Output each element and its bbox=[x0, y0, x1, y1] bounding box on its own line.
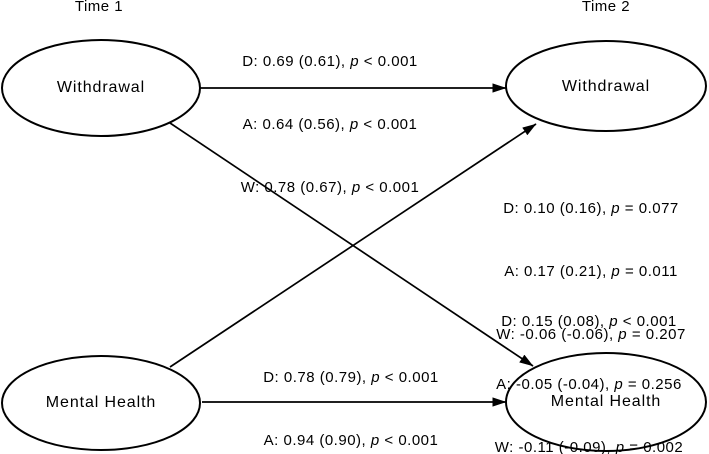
coefficient-line: W: -0.06 (-0.06), p = 0.207 bbox=[496, 326, 686, 343]
time1-heading: Time 1 bbox=[74, 0, 124, 15]
p-symbol: p bbox=[611, 200, 621, 217]
mental-health-t1-label: Mental Health bbox=[45, 394, 157, 411]
coefficient-line: A: 0.94 (0.90), p < 0.001 bbox=[263, 432, 439, 449]
coefficient-line: W: -0.11 (-0.09), p = 0.002 bbox=[494, 439, 684, 454]
coefficient-line: A: -0.05 (-0.04), p = 0.256 bbox=[496, 376, 682, 393]
coefficient-line: W: 0.78 (0.67), p < 0.001 bbox=[240, 179, 420, 196]
p-symbol: p bbox=[615, 439, 625, 454]
coefficients-withdrawal-to-mental-health: D: 0.15 (0.08), p < 0.001 A: -0.05 (-0.0… bbox=[495, 269, 683, 454]
withdrawal-t1-label: Withdrawal bbox=[56, 79, 146, 96]
coefficient-line: A: 0.64 (0.56), p < 0.001 bbox=[242, 116, 418, 133]
p-symbol: p bbox=[349, 116, 359, 133]
withdrawal-t2-label: Withdrawal bbox=[561, 78, 651, 95]
arrow-withdrawal-t1-to-mental-health-t2 bbox=[169, 122, 534, 367]
mental-health-t2-label: Mental Health bbox=[550, 393, 662, 410]
coefficients-withdrawal-stability: D: 0.69 (0.61), p < 0.001 A: 0.64 (0.56)… bbox=[241, 9, 420, 240]
coefficient-line: D: 0.10 (0.16), p = 0.077 bbox=[503, 200, 679, 217]
coefficients-mental-health-to-withdrawal: D: 0.10 (0.16), p = 0.077 A: 0.17 (0.21)… bbox=[496, 156, 686, 387]
p-symbol: p bbox=[370, 432, 380, 449]
time2-heading: Time 2 bbox=[581, 0, 631, 15]
p-symbol: p bbox=[351, 179, 361, 196]
p-symbol: p bbox=[609, 313, 619, 330]
coefficient-line: D: 0.15 (0.08), p < 0.001 bbox=[501, 313, 677, 330]
p-symbol: p bbox=[611, 263, 621, 280]
p-symbol: p bbox=[371, 369, 381, 386]
coefficients-mental-health-stability: D: 0.78 (0.79), p < 0.001 A: 0.94 (0.90)… bbox=[262, 325, 441, 454]
coefficient-line: A: 0.17 (0.21), p = 0.011 bbox=[504, 263, 678, 280]
p-symbol: p bbox=[614, 376, 624, 393]
coefficient-line: D: 0.78 (0.79), p < 0.001 bbox=[263, 369, 439, 386]
mental-health-t1-ellipse bbox=[1, 355, 201, 451]
arrow-mental-health-t1-to-withdrawal-t2 bbox=[169, 123, 537, 368]
p-symbol: p bbox=[618, 326, 628, 343]
p-symbol: p bbox=[350, 53, 360, 70]
coefficient-line: D: 0.69 (0.61), p < 0.001 bbox=[242, 53, 418, 70]
